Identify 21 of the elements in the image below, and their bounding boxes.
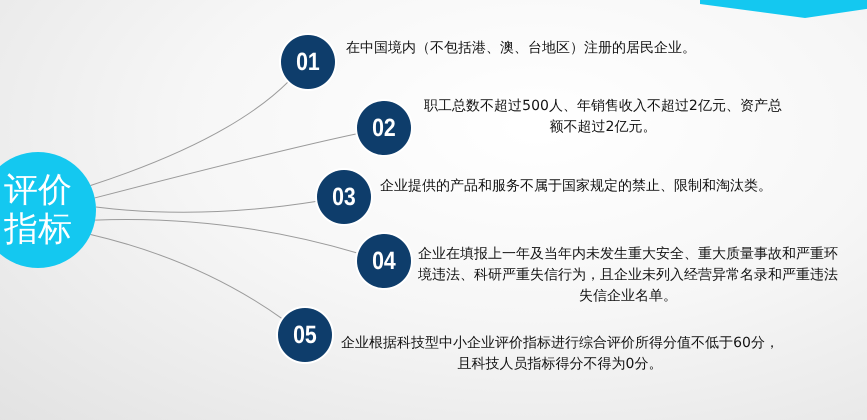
number-circle [278,308,332,362]
number-circle [357,234,411,288]
number-label: 02 [372,114,396,142]
connector-curve [90,234,284,320]
criterion-text: 企业根据科技型中小企业评价指标进行综合评价所得分值不低于60分，且科技人员指标得分不得为0分。 [340,334,780,374]
number-circle [281,35,335,89]
criterion-text: 职工总数不超过500人、年销售收入不超过2亿元、资产总额不超过2亿元。 [423,97,783,137]
number-label: 03 [332,182,356,212]
connector-curve [94,133,358,198]
connector-curve [94,219,359,254]
criterion-text: 企业在填报上一年及当年内未发生重大安全、重大质量事故和严重环境违法、科研严重失信行为，且企业未列入经营异常名录和严重违法失信企业名单。 [418,245,838,306]
connector-curve [95,200,318,213]
connector-curve [90,80,290,186]
criterion-text: 在中国境内（不包括港、澳、台地区）注册的居民企业。 [346,39,697,58]
criterion-text: 企业提供的产品和服务不属于国家规定的禁止、限制和淘汰类。 [380,177,773,196]
number-label: 01 [296,48,320,76]
number-circle [357,101,411,155]
hub-title: 评价指标 [2,170,73,250]
number-label: 04 [372,246,396,276]
number-circle [317,170,371,224]
number-label: 05 [293,320,317,350]
